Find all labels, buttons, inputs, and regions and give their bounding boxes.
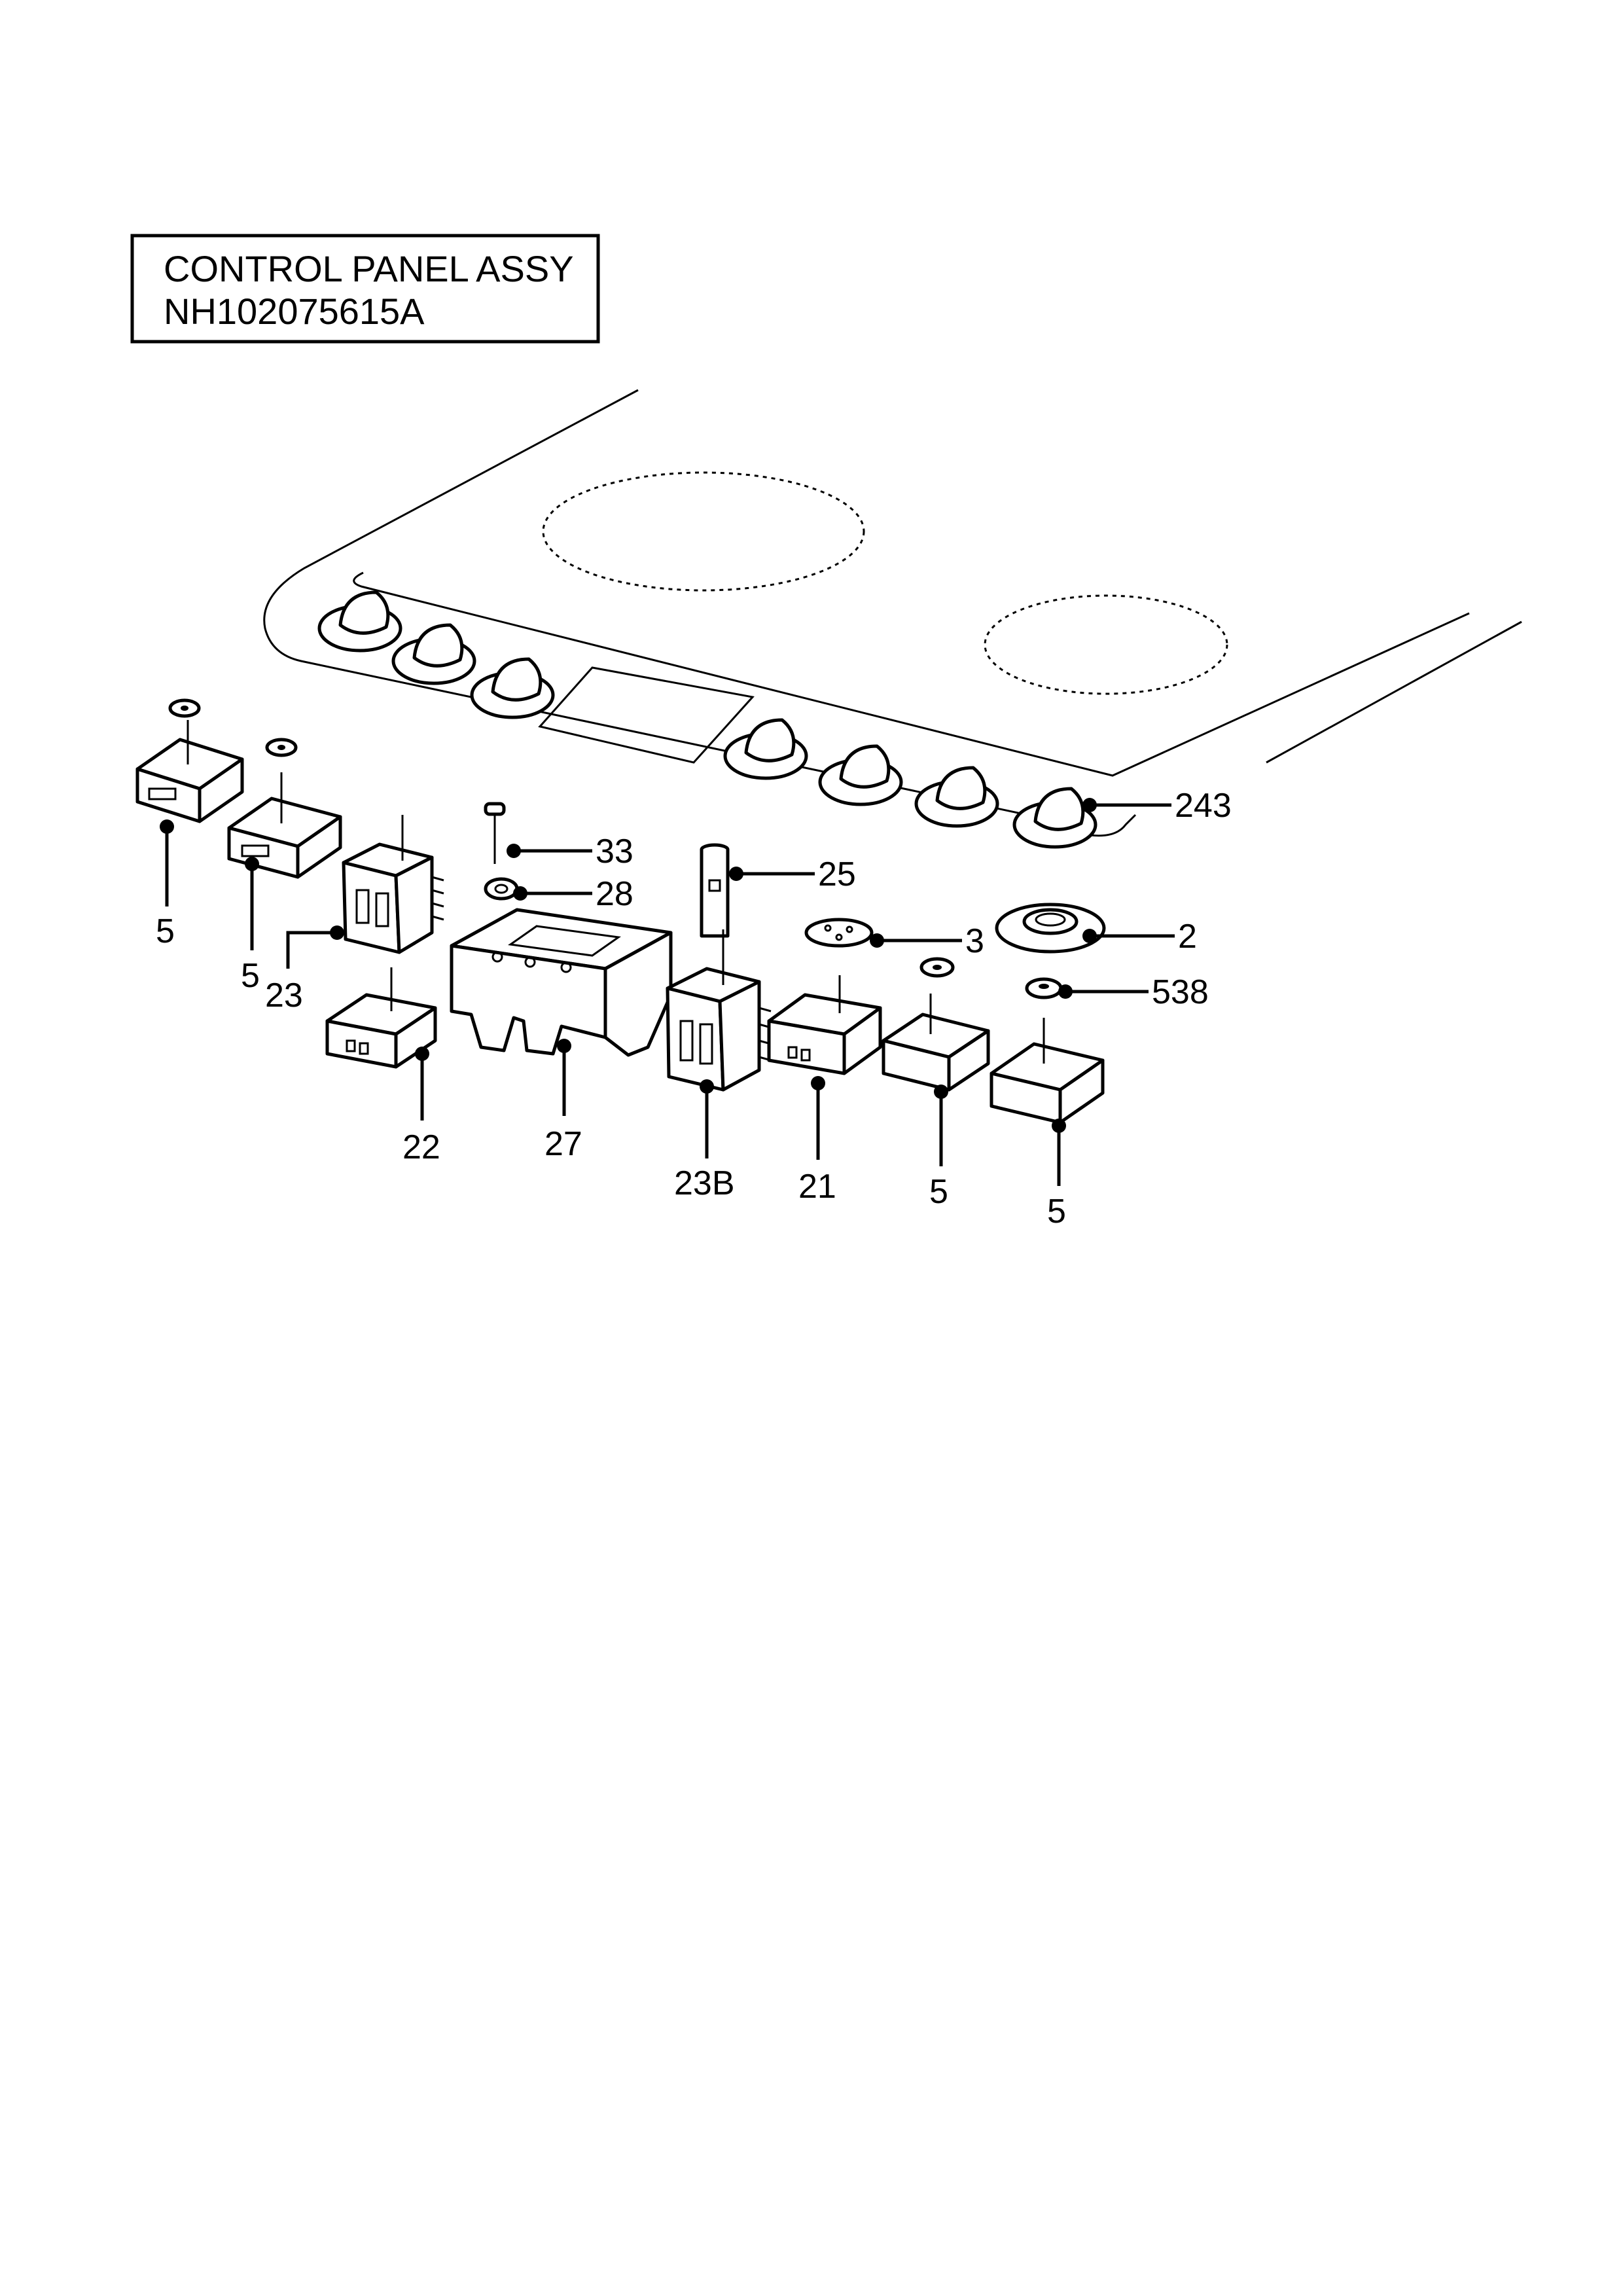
control-knob xyxy=(317,590,402,653)
label-5-third: 5 xyxy=(929,1173,948,1211)
hob-control-panel xyxy=(263,389,1522,849)
callout-2: 2 xyxy=(1082,918,1197,956)
selector-switch-23b xyxy=(666,929,772,1092)
display-window xyxy=(538,666,755,764)
energy-regulator xyxy=(227,738,342,879)
label-5-first: 5 xyxy=(156,912,175,950)
title-line-1: CONTROL PANEL ASSY xyxy=(164,248,574,289)
label-3: 3 xyxy=(965,922,984,960)
control-knob xyxy=(723,718,808,780)
switch-22 xyxy=(325,967,437,1069)
control-knob xyxy=(818,744,903,806)
label-243: 243 xyxy=(1175,787,1232,825)
control-knob xyxy=(391,623,476,685)
callout-243: 243 xyxy=(1082,787,1232,825)
cooking-zone-rear xyxy=(542,471,865,592)
callout-5-fourth: 5 xyxy=(1047,1119,1066,1230)
label-538: 538 xyxy=(1152,973,1209,1011)
energy-regulator xyxy=(990,1018,1105,1124)
label-25: 25 xyxy=(818,855,856,893)
label-5-second: 5 xyxy=(241,957,260,995)
callout-5-third: 5 xyxy=(929,1085,948,1211)
knob-bezel xyxy=(995,903,1106,954)
control-knob xyxy=(914,766,999,828)
callout-22: 22 xyxy=(402,1047,440,1166)
programmer-module xyxy=(450,908,673,1057)
energy-regulator xyxy=(882,957,990,1092)
label-28: 28 xyxy=(596,875,633,913)
callout-33: 33 xyxy=(507,833,633,870)
callout-27: 27 xyxy=(544,1039,582,1163)
label-23b: 23B xyxy=(674,1164,735,1202)
callout-538: 538 xyxy=(1058,973,1209,1011)
callout-3: 3 xyxy=(870,922,984,960)
label-22: 22 xyxy=(402,1128,440,1166)
control-knob xyxy=(1012,787,1097,849)
callout-5-second: 5 xyxy=(241,857,260,995)
thermostat-probe xyxy=(700,843,730,938)
screw xyxy=(484,802,506,864)
title-line-2: NH102075615A xyxy=(164,291,425,332)
energy-regulator xyxy=(135,698,244,823)
label-21: 21 xyxy=(798,1168,836,1206)
title-box: CONTROL PANEL ASSY NH102075615A xyxy=(130,234,600,344)
callout-5-first: 5 xyxy=(156,819,175,950)
callout-25: 25 xyxy=(729,855,856,893)
callout-23: 23 xyxy=(265,925,344,1014)
label-23: 23 xyxy=(265,977,303,1014)
label-33: 33 xyxy=(596,833,633,870)
label-5-fourth: 5 xyxy=(1047,1193,1066,1230)
spacer-ring xyxy=(1025,977,1063,999)
indicator-disc xyxy=(804,918,874,948)
label-27: 27 xyxy=(544,1125,582,1163)
control-knob xyxy=(470,657,555,719)
switch-21 xyxy=(767,975,882,1075)
selector-switch xyxy=(342,815,444,954)
callout-28: 28 xyxy=(513,875,633,913)
cooking-zone-front xyxy=(984,594,1228,695)
clip-nut xyxy=(484,877,519,901)
callout-21: 21 xyxy=(798,1076,836,1206)
label-2: 2 xyxy=(1178,918,1197,956)
callout-23b: 23B xyxy=(674,1079,735,1202)
